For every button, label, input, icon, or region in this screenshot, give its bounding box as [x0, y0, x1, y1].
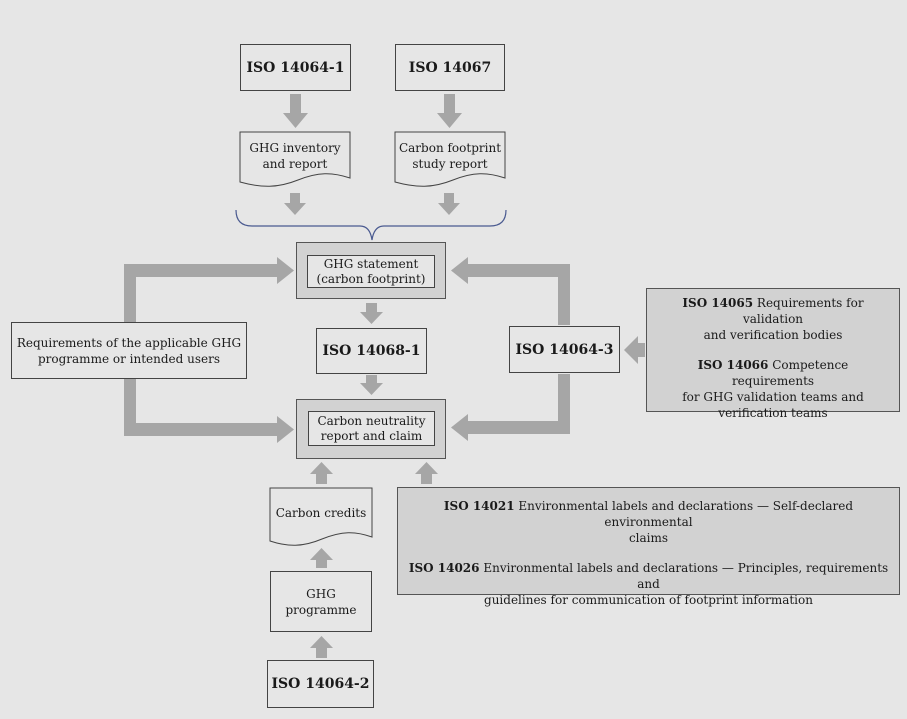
arrow-up-credits	[310, 462, 333, 484]
arrow-requirements-to-statement-head	[277, 257, 294, 284]
ghg-statement-line-1: GHG statement	[323, 256, 419, 271]
carbon-neutrality-box: Carbon neutrality report and claim	[308, 411, 435, 446]
carbon-credits-label: Carbon credits	[275, 506, 367, 520]
arrow-down-footprint	[438, 193, 460, 215]
arrow-up-programme	[310, 548, 333, 568]
iso-14065-text-2: and verification bodies	[703, 328, 843, 342]
arrow-14064-3-to-neutrality-stem	[558, 374, 570, 434]
iso-14067-box: ISO 14067	[395, 44, 505, 91]
iso-14065-code: ISO 14065	[682, 296, 754, 310]
iso-14065-entry: ISO 14065 Requirements for validation an…	[657, 295, 889, 343]
ghg-statement-line-2: (carbon footprint)	[316, 271, 426, 286]
merge-brace	[235, 209, 507, 241]
ghg-inventory-line-2: and report	[262, 157, 328, 171]
iso-14068-1-box: ISO 14068-1	[316, 328, 427, 374]
arrow-requirements-to-neutrality-bar	[124, 423, 277, 436]
iso-14021-text-1: Environmental labels and declarations — …	[518, 499, 854, 529]
iso-14021-code: ISO 14021	[443, 499, 515, 513]
carbon-neutrality-line-2: report and claim	[320, 428, 423, 443]
arrow-down-statement	[360, 303, 383, 324]
iso-14066-text-3: verification teams	[718, 406, 828, 420]
footprint-study-line-2: study report	[412, 157, 488, 171]
ghg-programme-line-1: GHG	[306, 586, 336, 601]
requirements-box: Requirements of the applicable GHG progr…	[11, 322, 247, 379]
iso-14026-code: ISO 14026	[408, 561, 480, 575]
arrow-down-14068-1	[360, 375, 383, 395]
iso-14064-2-label: ISO 14064-2	[271, 676, 370, 692]
ghg-programme-box: GHG programme	[270, 571, 372, 632]
arrow-panel-to-14064-3	[624, 336, 645, 364]
iso-14026-text-1: Environmental labels and declarations — …	[483, 561, 889, 591]
ghg-programme-line-2: programme	[285, 602, 357, 617]
footprint-study-doc-shape	[394, 131, 506, 187]
iso-14064-3-box: ISO 14064-3	[509, 326, 620, 373]
arrow-14064-3-to-neutrality-bar	[468, 421, 570, 434]
ghg-inventory-line-1: GHG inventory	[249, 141, 341, 155]
ghg-inventory-report: GHG inventory and report	[240, 138, 350, 174]
ghg-statement-box: GHG statement (carbon footprint)	[307, 255, 435, 288]
carbon-credits-doc-shape	[269, 487, 373, 546]
carbon-neutrality-line-1: Carbon neutrality	[317, 413, 426, 428]
carbon-footprint-study-report: Carbon footprint study report	[395, 138, 505, 174]
arrow-up-14064-2	[310, 636, 333, 658]
arrow-up-labels	[415, 462, 438, 484]
arrow-requirements-to-statement-bar	[124, 264, 277, 277]
iso-14064-3-label: ISO 14064-3	[515, 341, 614, 358]
arrow-requirements-to-neutrality-head	[277, 416, 294, 443]
arrow-14064-3-to-statement-stem	[558, 264, 570, 325]
iso-14067-label: ISO 14067	[408, 59, 492, 76]
arrow-down-inventory	[284, 193, 306, 215]
iso-14065-text-1: Requirements for validation	[742, 296, 864, 326]
iso-14021-text-2: claims	[628, 531, 669, 545]
arrow-14064-3-to-neutrality-head	[451, 414, 468, 441]
iso-14064-1-box: ISO 14064-1	[240, 44, 351, 91]
iso-14068-1-label: ISO 14068-1	[322, 343, 421, 359]
ghg-inventory-doc-shape	[239, 131, 351, 187]
arrow-down-14064-1	[283, 94, 308, 128]
carbon-credits-doc: Carbon credits	[270, 500, 372, 526]
footprint-study-line-1: Carbon footprint	[398, 141, 502, 155]
arrow-requirements-to-neutrality-stem	[124, 379, 136, 436]
iso-14066-text-1: Competence requirements	[731, 358, 849, 388]
requirements-line-1: Requirements of the applicable GHG	[16, 335, 242, 350]
iso-14021-entry: ISO 14021 Environmental labels and decla…	[408, 498, 889, 546]
iso-14026-text-2: guidelines for communication of footprin…	[484, 593, 813, 607]
iso-14064-1-label: ISO 14064-1	[246, 59, 345, 76]
arrow-14064-3-to-statement-head	[451, 257, 468, 284]
iso-14064-2-box: ISO 14064-2	[267, 660, 374, 708]
labels-standards-panel: ISO 14021 Environmental labels and decla…	[397, 487, 900, 607]
verification-standards-panel: ISO 14065 Requirements for validation an…	[646, 288, 900, 420]
arrow-down-14067	[437, 94, 462, 128]
arrow-14064-3-to-statement-bar	[468, 264, 570, 277]
iso-14066-text-2: for GHG validation teams and	[682, 390, 864, 404]
iso-14066-code: ISO 14066	[697, 358, 769, 372]
arrow-requirements-to-statement-stem	[124, 264, 136, 322]
requirements-line-2: programme or intended users	[37, 351, 221, 366]
iso-14066-entry: ISO 14066 Competence requirements for GH…	[657, 357, 889, 421]
iso-14026-entry: ISO 14026 Environmental labels and decla…	[408, 560, 889, 608]
